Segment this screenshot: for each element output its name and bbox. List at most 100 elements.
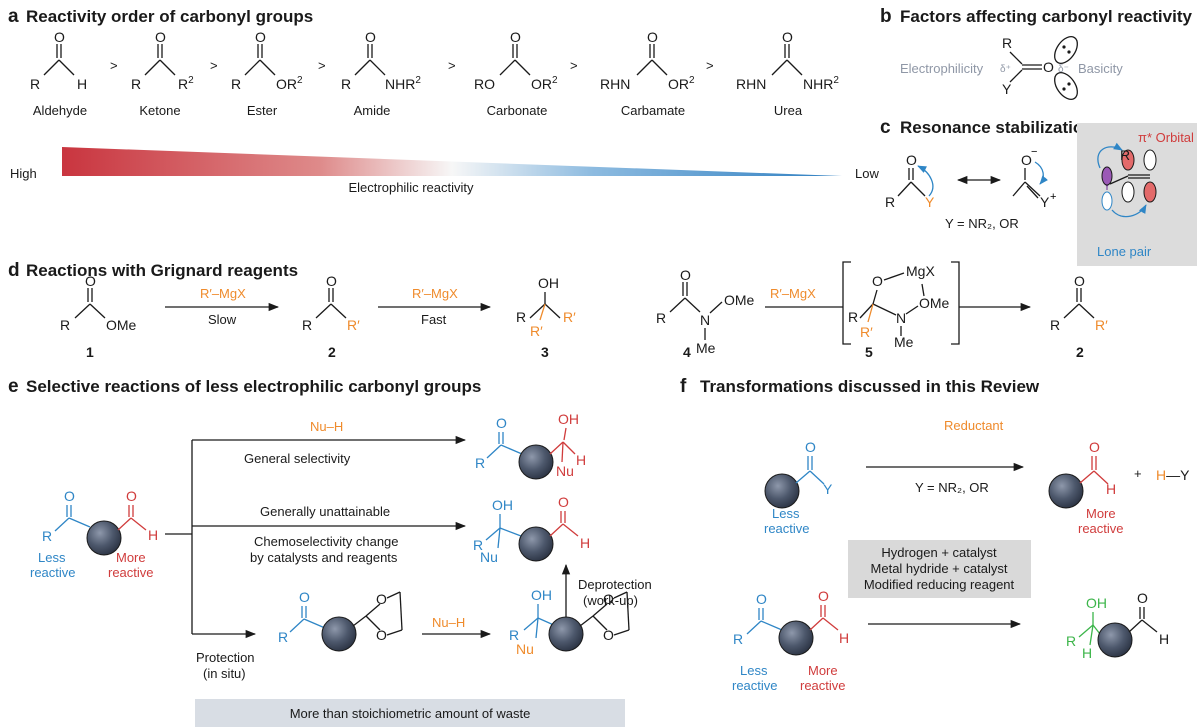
svg-text:R: R <box>231 76 241 92</box>
amide-structure: O R NHR2 <box>341 29 421 92</box>
panel-a-letter: a <box>8 6 19 27</box>
compound-3-number: 3 <box>541 344 549 360</box>
panel-a-title: Reactivity order of carbonyl groups <box>26 7 313 26</box>
panel-c-letter: c <box>880 117 891 138</box>
svg-text:OH: OH <box>531 587 552 603</box>
ketone-structure: O R R2 <box>131 29 194 92</box>
gradient-axis-label: Electrophilic reactivity <box>349 180 474 195</box>
svg-text:O: O <box>1074 273 1085 289</box>
less-reactive-line1: Less <box>38 550 66 565</box>
svg-text:R: R <box>1066 633 1076 649</box>
svg-text:O: O <box>255 29 266 45</box>
svg-text:R: R <box>30 76 40 92</box>
svg-text:Y: Y <box>823 481 833 497</box>
svg-text:δ⁺: δ⁺ <box>1000 64 1011 75</box>
svg-text:H: H <box>1106 481 1116 497</box>
svg-text:O: O <box>1089 439 1100 455</box>
svg-text:OR2: OR2 <box>531 75 558 92</box>
label-aldehyde: Aldehyde <box>33 103 87 118</box>
dicarbonyl-substrate: O R O H <box>42 488 158 556</box>
chemoselectivity-line2: by catalysts and reagents <box>250 550 398 565</box>
weinreb-amide-4: O R N OMe Me <box>656 267 755 356</box>
label-amide: Amide <box>354 103 391 118</box>
svg-text:R: R <box>341 76 351 92</box>
svg-text:O: O <box>756 591 767 607</box>
svg-text:O: O <box>680 267 691 283</box>
reductant-label: Reductant <box>944 418 1004 433</box>
svg-text:Y: Y <box>1002 81 1012 97</box>
method-line-2: Metal hydride + catalyst <box>871 561 1008 576</box>
svg-text:R: R <box>302 317 312 333</box>
lone-pair-label: Lone pair <box>1097 244 1152 259</box>
panel-f-y-definition: Y = NR₂, OR <box>915 480 989 495</box>
general-selectivity-label: General selectivity <box>244 451 351 466</box>
svg-text:O: O <box>54 29 65 45</box>
ketone-2-product: O R R′ <box>1050 273 1108 333</box>
orbital-diagram: R Y <box>1097 142 1157 218</box>
less-reactive-line2: reactive <box>30 565 76 580</box>
ester-1: O R OMe <box>60 273 137 333</box>
gradient-low: Low <box>855 166 879 181</box>
protected-acetal-substrate: O R O O <box>278 589 403 652</box>
protection-line2: (in situ) <box>203 666 246 681</box>
svg-text:O: O <box>376 627 387 643</box>
more-reactive-line2: reactive <box>108 565 154 580</box>
svg-text:R: R <box>848 309 858 325</box>
panel-b: b Factors affecting carbonyl reactivity … <box>880 6 1192 100</box>
panel-c-y-definition: Y = NR₂, OR <box>945 216 1019 231</box>
svg-text:RHN: RHN <box>736 76 766 92</box>
protected-product: OH R Nu O O <box>509 587 630 657</box>
deprotection-line2: (work-up) <box>583 593 638 608</box>
label-ester: Ester <box>247 103 278 118</box>
svg-text:R′: R′ <box>563 309 576 325</box>
svg-text:OR2: OR2 <box>668 75 695 92</box>
methods-box <box>848 540 1031 598</box>
svg-text:OMe: OMe <box>724 292 755 308</box>
svg-text:Y: Y <box>925 194 935 210</box>
svg-text:R: R <box>656 310 666 326</box>
svg-text:R′: R′ <box>530 323 543 339</box>
svg-text:O: O <box>299 589 310 605</box>
label-urea: Urea <box>774 103 803 118</box>
svg-text:O: O <box>85 273 96 289</box>
f-more-line1-top: More <box>1086 506 1116 521</box>
svg-text:O: O <box>906 152 917 168</box>
panel-d-letter: d <box>8 260 20 281</box>
svg-text:H: H <box>839 630 849 646</box>
gt-3: > <box>318 58 326 73</box>
reagent-weinreb: R′–MgX <box>770 286 816 301</box>
svg-text:R: R <box>885 194 895 210</box>
svg-text:O: O <box>558 494 569 510</box>
svg-text:RO: RO <box>474 76 495 92</box>
electrophilicity-label: Electrophilicity <box>900 61 984 76</box>
byproduct-hy: H—Y <box>1156 467 1190 483</box>
svg-text:O: O <box>603 627 614 643</box>
panel-d-title: Reactions with Grignard reagents <box>26 261 298 280</box>
svg-text:Y: Y <box>1103 179 1111 193</box>
gt-1: > <box>110 58 118 73</box>
panel-f-title: Transformations discussed in this Review <box>700 377 1040 396</box>
svg-text:RHN: RHN <box>600 76 630 92</box>
svg-text:H: H <box>1082 645 1092 661</box>
compound-2-number: 2 <box>328 344 336 360</box>
svg-text:NHR2: NHR2 <box>803 75 839 92</box>
svg-text:R: R <box>60 317 70 333</box>
product-chemoselective: OH R Nu O H <box>473 494 590 565</box>
orbital-box <box>1077 123 1197 266</box>
f-less-line2-top: reactive <box>764 521 810 536</box>
generally-unattainable-label: Generally unattainable <box>260 504 390 519</box>
svg-text:O: O <box>872 273 883 289</box>
svg-text:O: O <box>326 273 337 289</box>
svg-text:O: O <box>64 488 75 504</box>
svg-text:OR2: OR2 <box>276 75 303 92</box>
svg-text:H: H <box>77 76 87 92</box>
svg-text:OMe: OMe <box>919 295 950 311</box>
svg-text:N: N <box>700 312 710 328</box>
svg-text:O: O <box>782 29 793 45</box>
method-line-1: Hydrogen + catalyst <box>881 545 997 560</box>
chemoselectivity-line1: Chemoselectivity change <box>254 534 399 549</box>
svg-text:O: O <box>1137 590 1148 606</box>
f-less-line1-bottom: Less <box>740 663 768 678</box>
waste-box <box>195 699 625 727</box>
